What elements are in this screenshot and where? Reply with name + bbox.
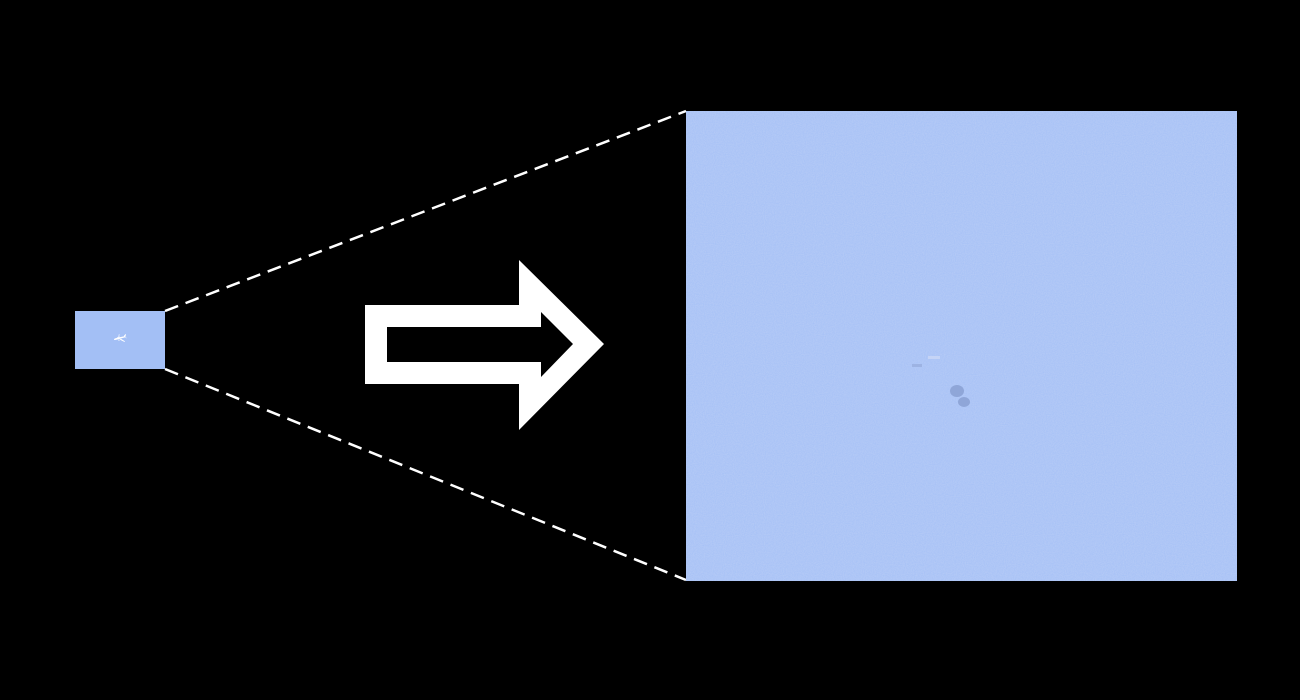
connector-top: [164, 109, 687, 313]
source-thumbnail: [75, 311, 165, 369]
aircraft-details: [912, 356, 970, 407]
right-arrow-icon: [365, 260, 604, 430]
thumbnail-sky: [75, 311, 165, 369]
zoom-connector-lines: [164, 109, 687, 582]
zoomed-sky: [686, 111, 1237, 581]
connector-bottom: [164, 367, 687, 582]
zoomed-view: [686, 111, 1237, 581]
